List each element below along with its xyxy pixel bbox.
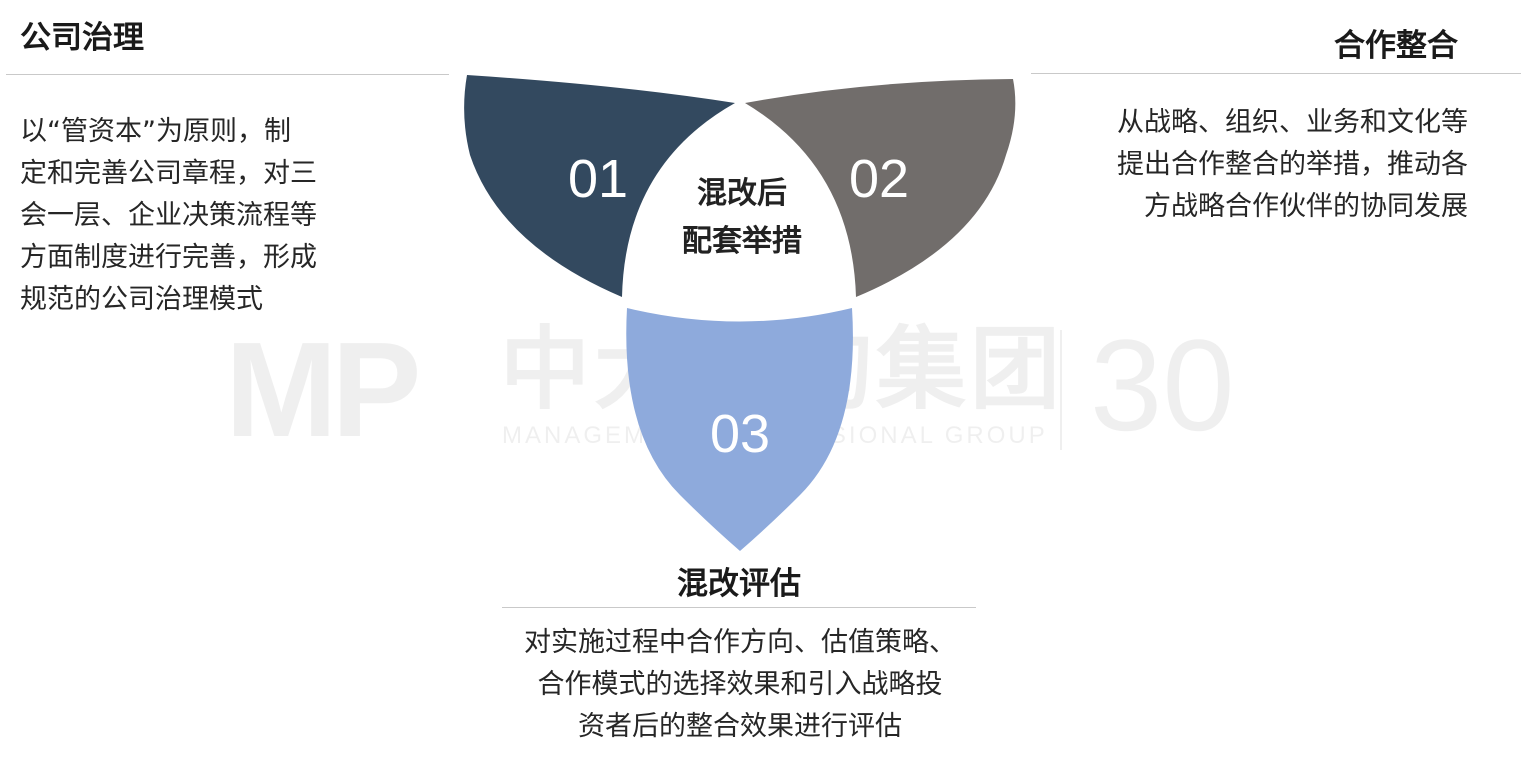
evaluation-line: 对实施过程中合作方向、估值策略、 <box>524 627 956 658</box>
integration-line: 从战略、组织、业务和文化等 <box>1117 107 1468 138</box>
watermark-divider <box>1060 330 1062 450</box>
evaluation-line: 资者后的整合效果进行评估 <box>578 711 902 742</box>
integration-line: 提出合作整合的举措，推动各 <box>1117 149 1468 180</box>
governance-line: 会一层、企业决策流程等 <box>20 200 317 231</box>
governance-line: 定和完善公司章程，对三 <box>20 158 317 189</box>
three-petal-diagram: 01 02 03 混改后 配套举措 <box>440 55 1040 565</box>
integration-line: 方战略合作伙伴的协同发展 <box>1144 191 1468 222</box>
evaluation-divider <box>502 607 976 608</box>
evaluation-line: 合作模式的选择效果和引入战略投 <box>537 669 943 700</box>
petal-01 <box>464 75 735 297</box>
governance-divider <box>6 74 449 75</box>
governance-description: 以“管资本”为原则，制 定和完善公司章程，对三 会一层、企业决策流程等 方面制度… <box>20 111 317 321</box>
integration-divider <box>1031 73 1521 74</box>
governance-line: 以“管资本”为原则，制 <box>20 116 291 147</box>
evaluation-description: 对实施过程中合作方向、估值策略、 合作模式的选择效果和引入战略投 资者后的整合效… <box>440 622 1040 748</box>
petal-03 <box>626 308 853 551</box>
governance-title: 公司治理 <box>20 20 144 56</box>
petal-02-number: 02 <box>849 149 909 209</box>
petal-01-number: 01 <box>568 149 628 209</box>
governance-line: 规范的公司治理模式 <box>20 284 263 315</box>
petal-03-number: 03 <box>710 404 770 464</box>
center-label-line2: 配套举措 <box>682 224 802 259</box>
evaluation-title: 混改评估 <box>677 566 801 602</box>
center-label-line1: 混改后 <box>697 176 787 211</box>
watermark-badge: 30 <box>1090 312 1235 458</box>
petal-02 <box>745 79 1016 297</box>
governance-line: 方面制度进行完善，形成 <box>20 242 317 273</box>
watermark-logo: MP <box>225 314 421 465</box>
integration-description: 从战略、组织、业务和文化等 提出合作整合的举措，推动各 方战略合作伙伴的协同发展 <box>1117 102 1468 228</box>
integration-title: 合作整合 <box>1334 28 1458 64</box>
